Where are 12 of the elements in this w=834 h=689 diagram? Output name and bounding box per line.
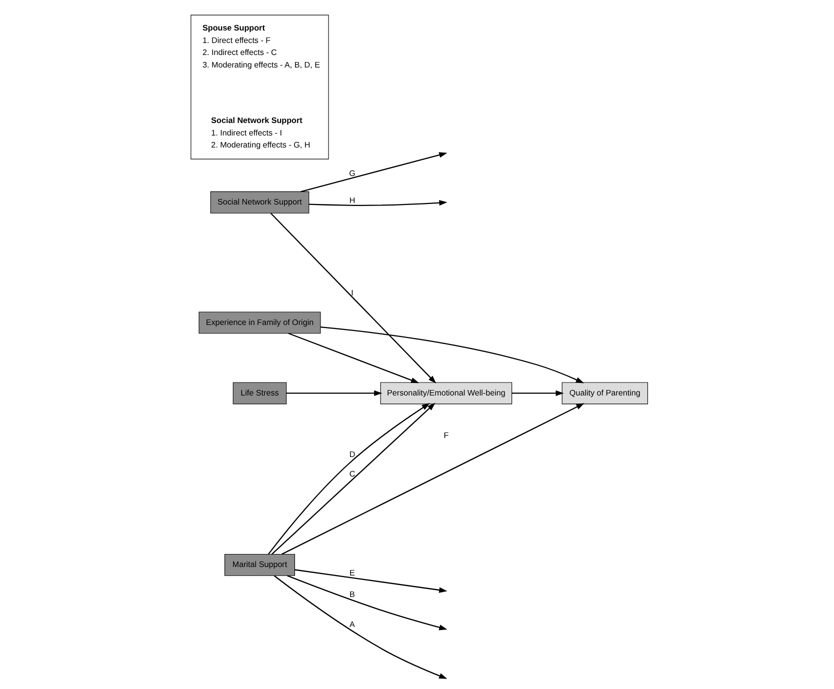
- arrow: [270, 212, 436, 384]
- cluster: [190, 14, 329, 160]
- arrow: [294, 569, 448, 593]
- arrow: [282, 403, 584, 555]
- arrow: [274, 575, 448, 679]
- arrow: [300, 152, 448, 192]
- arrow: [288, 332, 420, 384]
- arrow: [308, 200, 448, 206]
- arrow: [287, 575, 448, 630]
- arrow: [512, 390, 564, 396]
- arrow: [320, 326, 584, 384]
- arrow: [286, 390, 382, 396]
